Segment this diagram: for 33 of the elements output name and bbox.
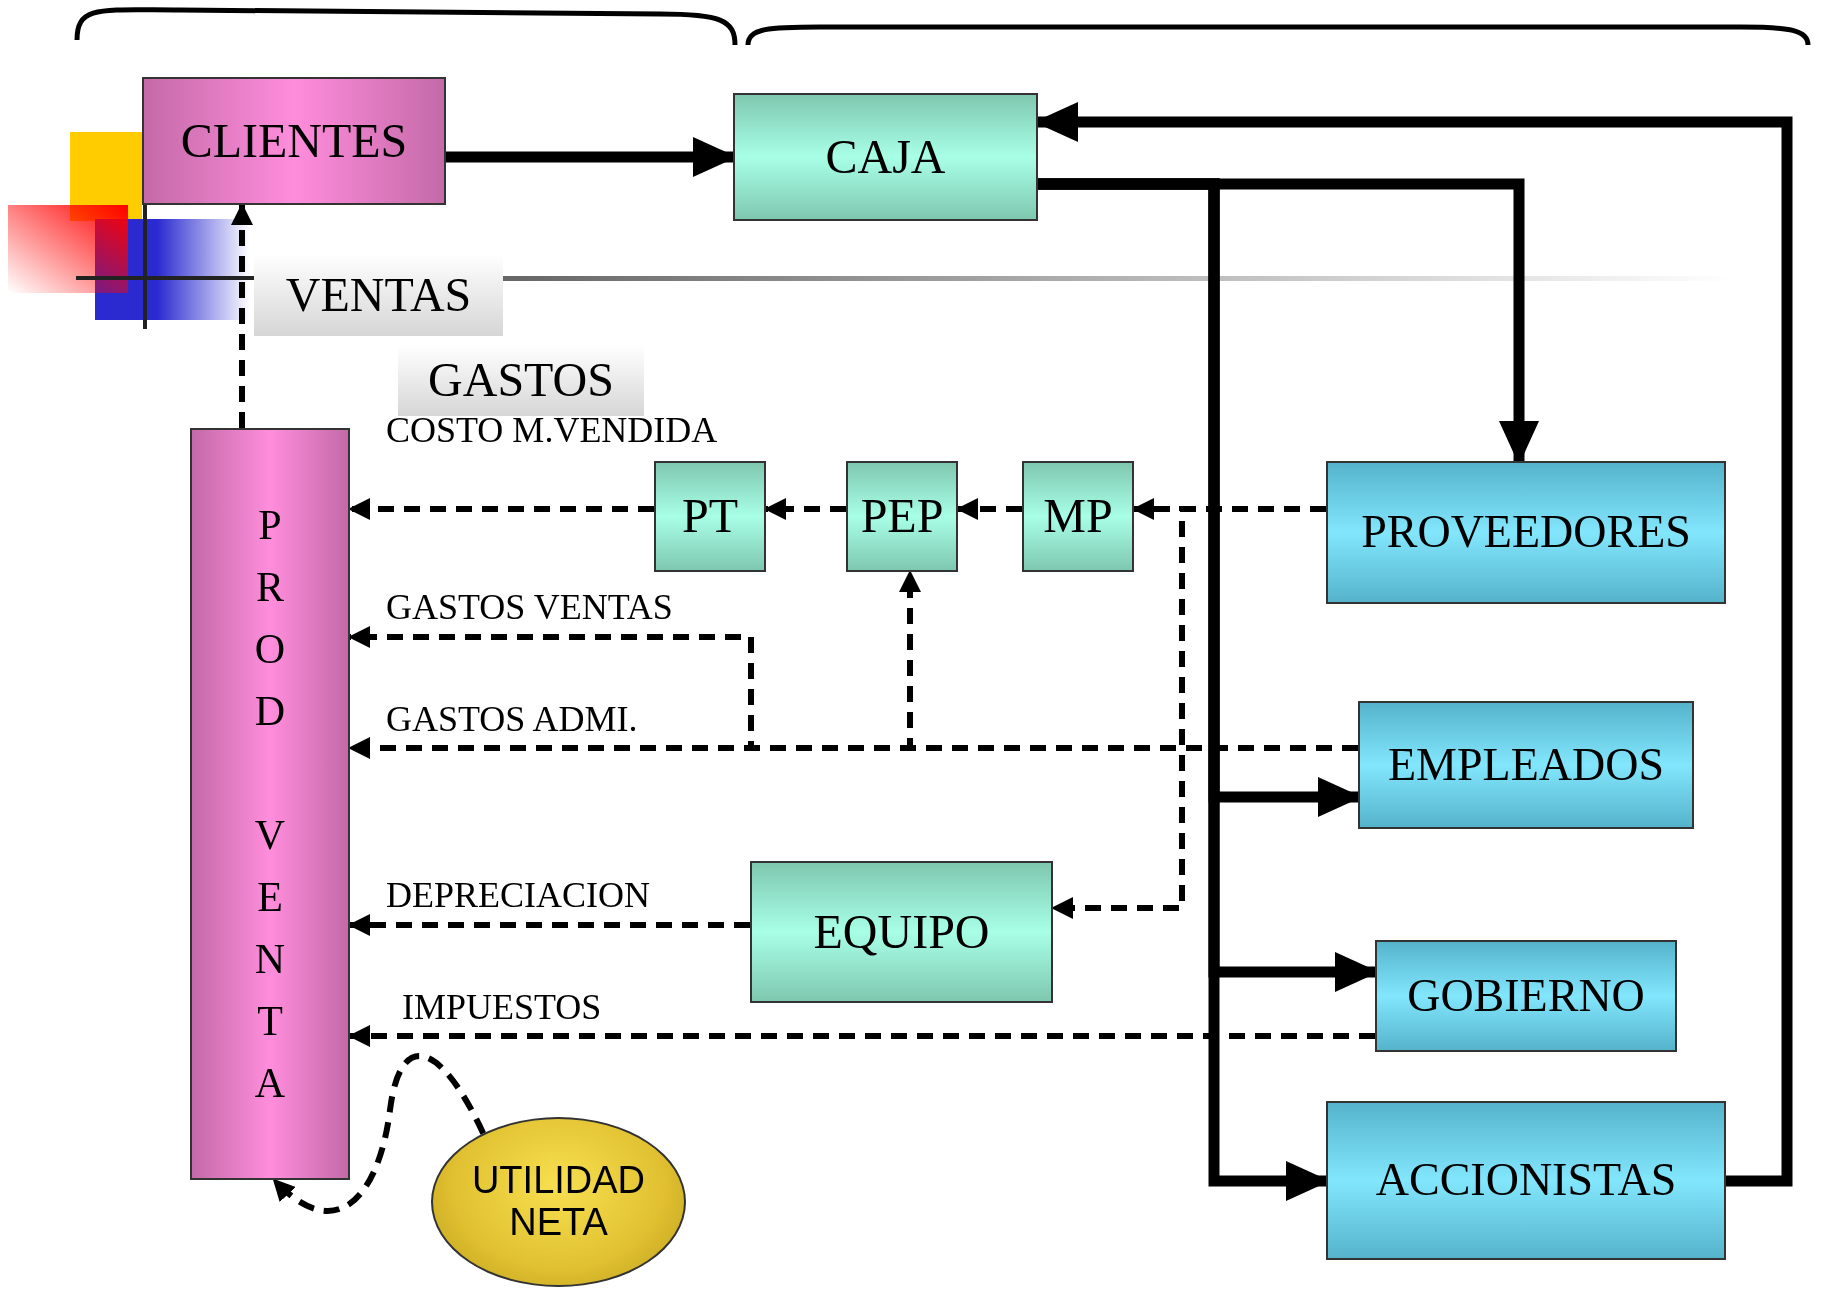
vertical-label: PROD VENTA xyxy=(254,501,286,1108)
process-box xyxy=(1326,1101,1726,1260)
node-label: UTILIDAD NETA xyxy=(470,1160,647,1244)
process-box xyxy=(846,461,958,572)
process-box xyxy=(142,77,446,205)
arrow xyxy=(231,203,253,428)
node-label: GOBIERNO xyxy=(1407,970,1645,1022)
edge-label: COSTO M.VENDIDA xyxy=(386,411,718,451)
node-label: GASTOS xyxy=(428,354,614,407)
node-label: PEP xyxy=(860,490,944,543)
process-box xyxy=(1358,701,1694,829)
arrow xyxy=(271,1053,486,1214)
arrow xyxy=(899,570,1358,751)
process-box xyxy=(1326,461,1726,604)
node-label: CAJA xyxy=(825,130,946,184)
node-label: EQUIPO xyxy=(813,905,990,959)
process-box xyxy=(750,861,1053,1003)
edge-label: IMPUESTOS xyxy=(402,988,602,1028)
node-label: EMPLEADOS xyxy=(1388,739,1664,791)
process-box xyxy=(654,461,766,572)
node-label: MP xyxy=(1043,490,1113,543)
edge-label: GASTOS ADMI. xyxy=(386,700,638,740)
process-box xyxy=(190,428,350,1180)
process-box xyxy=(1375,940,1677,1052)
edge-label: GASTOS VENTAS xyxy=(386,588,673,628)
node-label: CLIENTES xyxy=(180,114,408,168)
edge-label: DEPRECIACION xyxy=(386,876,650,916)
node-label: VENTAS xyxy=(285,268,472,322)
process-box xyxy=(1022,461,1134,572)
node-label: ACCIONISTAS xyxy=(1375,1155,1677,1206)
node-label: PROVEEDORES xyxy=(1361,507,1691,558)
node-label: PT xyxy=(682,490,738,543)
process-box xyxy=(733,93,1038,221)
